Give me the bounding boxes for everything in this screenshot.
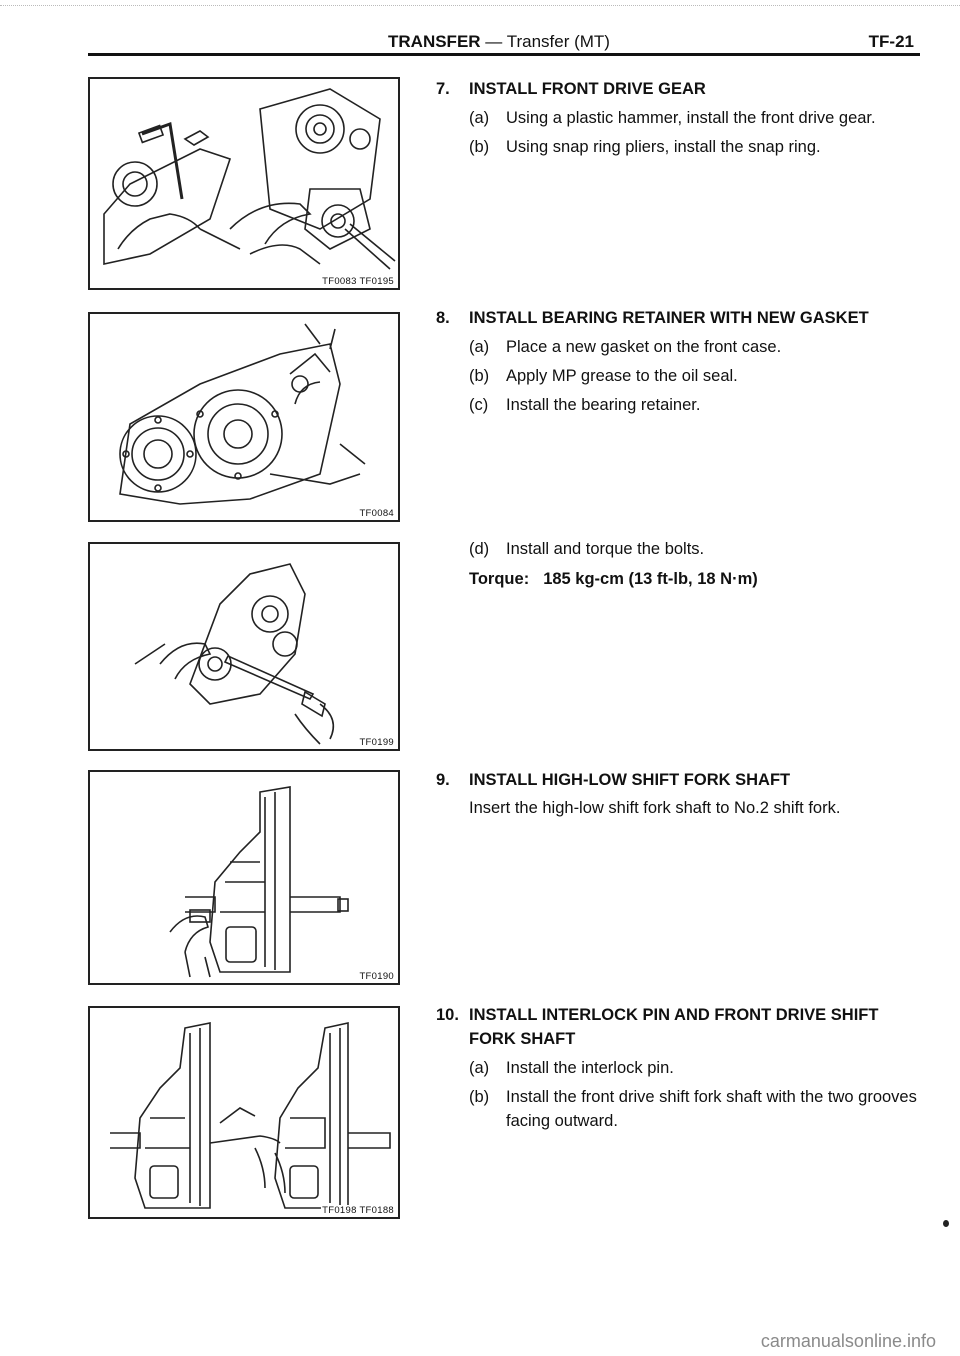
- substep-b: (b)Using snap ring pliers, install the s…: [469, 138, 821, 156]
- step-title: INSTALL FRONT DRIVE GEAR: [469, 80, 706, 98]
- figure-code: TF0084: [358, 508, 395, 519]
- step-title: INSTALL BEARING RETAINER WITH NEW GASKET: [469, 309, 869, 327]
- illustration-bearing-retainer: [119, 323, 366, 505]
- figure-interlock-pin: TF0198 TF0188: [88, 1006, 400, 1219]
- substep-b: (b)Apply MP grease to the oil seal.: [469, 367, 738, 385]
- step-number: 8.: [436, 309, 450, 327]
- step-10: 10. INSTALL INTERLOCK PIN AND FRONT DRIV…: [436, 1003, 936, 1133]
- step-number: 10.: [436, 1006, 459, 1024]
- figure-code: TF0199: [358, 737, 395, 748]
- page-number: TF-21: [868, 32, 914, 51]
- step-number: 7.: [436, 80, 450, 98]
- watermark: carmanualsonline.info: [760, 1331, 936, 1351]
- bullet-mark: [943, 1220, 949, 1227]
- torque-spec: Torque:185 kg-cm (13 ft-lb, 18 N·m): [469, 570, 758, 588]
- step-text: Insert the high-low shift fork shaft to …: [469, 799, 841, 817]
- step-number: 9.: [436, 771, 450, 789]
- step-title: INSTALL HIGH-LOW SHIFT FORK SHAFT: [469, 771, 791, 789]
- substep-a: (a)Using a plastic hammer, install the f…: [469, 109, 876, 127]
- figure-code: TF0198 TF0188: [321, 1205, 395, 1216]
- illustration-high-low-shaft: [169, 786, 349, 978]
- figure-code: TF0190: [358, 971, 395, 982]
- figure-torque-bolts: TF0199: [88, 542, 400, 751]
- figure-front-drive-gear: TF0083 TF0195: [88, 77, 400, 290]
- substep-a: (a)Install the interlock pin.: [469, 1059, 674, 1077]
- step-8: 8. INSTALL BEARING RETAINER WITH NEW GAS…: [436, 306, 936, 417]
- header-rule: [88, 53, 920, 56]
- illustration-front-drive-gear: [103, 88, 396, 270]
- page-header: TRANSFER — Transfer (MT) TF-21: [388, 32, 920, 54]
- step-7: 7. INSTALL FRONT DRIVE GEAR (a)Using a p…: [436, 77, 936, 159]
- step-8-continued: (d)Install and torque the bolts. Torque:…: [436, 537, 936, 591]
- substep-a: (a)Place a new gasket on the front case.: [469, 338, 782, 356]
- header-title: TRANSFER — Transfer (MT): [388, 32, 610, 51]
- step-title: INSTALL INTERLOCK PIN AND FRONT DRIVE SH…: [469, 1006, 879, 1048]
- substep-b: (b)Install the front drive shift fork sh…: [469, 1088, 917, 1130]
- step-9: 9. INSTALL HIGH-LOW SHIFT FORK SHAFT Ins…: [436, 768, 936, 820]
- figure-high-low-shaft: TF0190: [88, 770, 400, 985]
- figure-code: TF0083 TF0195: [321, 276, 395, 287]
- illustration-torque-bolts: [134, 563, 335, 745]
- figure-bearing-retainer: TF0084: [88, 312, 400, 522]
- top-dotted-rule: [0, 5, 960, 6]
- illustration-interlock-pin: [110, 1022, 391, 1209]
- substep-c: (c)Install the bearing retainer.: [469, 396, 701, 414]
- substep-d: (d)Install and torque the bolts.: [469, 540, 705, 558]
